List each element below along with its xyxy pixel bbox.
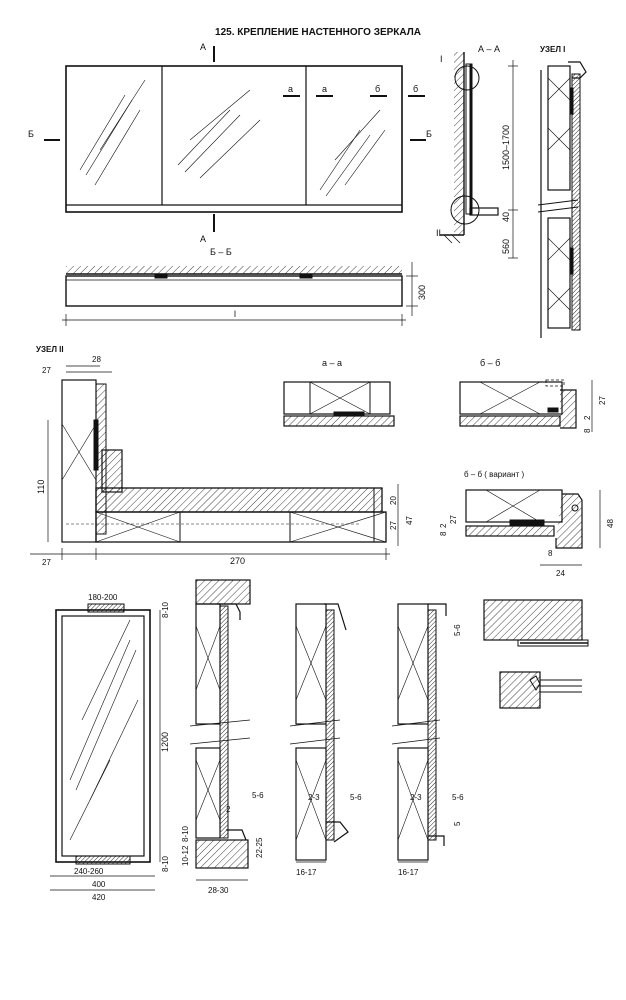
section-bb — [62, 262, 418, 326]
section-mark-a2: а — [322, 84, 327, 94]
node2-20-dim: 20 — [389, 496, 398, 505]
section-bb-label: Б – Б — [210, 247, 232, 257]
bbv-8a-dim: 8 — [439, 531, 448, 536]
mirror-240-dim: 240-260 — [74, 867, 104, 876]
section-bb-small-label: б – б — [480, 358, 500, 368]
section-aa-label: А – А — [478, 44, 500, 54]
bbv-24-dim: 24 — [556, 569, 565, 578]
profile-details — [483, 599, 589, 709]
node2-47-dim: 47 — [405, 516, 414, 525]
d2-56-dim: 5-6 — [350, 793, 362, 802]
section-mark-b2: б — [413, 84, 418, 94]
bb-small-27-dim: 27 — [598, 396, 607, 405]
mirror-810b-dim: 8-10 — [161, 855, 170, 872]
bb-small-2-dim: 2 — [583, 415, 592, 420]
section-aa-small — [283, 381, 395, 427]
mirror-420-dim: 420 — [92, 893, 106, 902]
d1-56-dim: 5-6 — [252, 791, 264, 800]
bbv-8b-dim: 8 — [548, 549, 553, 558]
mirror-180-dim: 180-200 — [88, 593, 118, 602]
node2-27b-dim: 27 — [42, 558, 51, 567]
d1-1012-dim: 10-12 — [181, 845, 190, 866]
d2-23-dim: 2-3 — [308, 793, 320, 802]
d2-1617-dim: 16-17 — [296, 868, 317, 877]
node1-detail — [537, 61, 587, 338]
d3-56a-dim: 5-6 — [453, 624, 462, 636]
small-mirror-view — [50, 603, 161, 891]
d1-2830-dim: 28-30 — [208, 886, 229, 895]
bbv-27-dim: 27 — [449, 515, 458, 524]
mirror-1200-dim: 1200 — [160, 732, 170, 752]
d1-2225-dim: 22-25 — [255, 837, 264, 858]
bb-small-8-dim: 8 — [583, 428, 592, 433]
detail-2 — [289, 603, 349, 863]
aa-40-dim: 40 — [501, 212, 511, 222]
node2-28-dim: 28 — [92, 355, 101, 364]
d1-810-dim: 8-10 — [181, 825, 190, 842]
node2-110-dim: 110 — [36, 480, 46, 494]
section-bb-variant — [465, 489, 601, 566]
node2-detail — [30, 365, 399, 560]
node2-27a-dim: 27 — [42, 366, 51, 375]
aa-height-dim: 1500–1700 — [501, 125, 511, 170]
d3-5-dim: 5 — [453, 821, 462, 826]
section-mark-b-right: Б — [426, 129, 432, 139]
d3-1617-dim: 16-17 — [398, 868, 419, 877]
section-mark-a-bottom: А — [200, 234, 206, 244]
bbv-2-dim: 2 — [439, 523, 448, 528]
detail-3 — [391, 603, 447, 863]
node2-27c-dim: 27 — [389, 521, 398, 530]
page-title: 125. КРЕПЛЕНИЕ НАСТЕННОГО ЗЕРКАЛА — [215, 27, 421, 38]
aa-roman-2: II — [436, 228, 441, 238]
section-aa — [440, 52, 518, 259]
section-bb-variant-label: б – б ( вариант ) — [464, 470, 524, 479]
aa-roman-1: I — [440, 54, 443, 64]
mirror-400-dim: 400 — [92, 880, 106, 889]
section-mark-b1: б — [375, 84, 380, 94]
section-mark-a1: а — [288, 84, 293, 94]
node2-270-dim: 270 — [230, 556, 245, 566]
section-mark-b-left: Б — [28, 129, 34, 139]
section-aa-small-label: а – а — [322, 358, 342, 368]
node2-label: УЗЕЛ II — [36, 345, 64, 354]
bb-length-dim: l — [234, 309, 236, 319]
aa-560-dim: 560 — [501, 239, 511, 254]
section-mark-a-top: А — [200, 42, 206, 52]
d3-56b-dim: 5-6 — [452, 793, 464, 802]
d1-2-dim: 2 — [226, 805, 231, 814]
mirror-810a-dim: 8-10 — [161, 601, 170, 618]
d3-23-dim: 2-3 — [410, 793, 422, 802]
bb-300-dim: 300 — [417, 285, 427, 300]
section-bb-small — [459, 379, 593, 432]
front-view — [44, 46, 426, 232]
detail-1 — [189, 579, 251, 881]
node1-label: УЗЕЛ I — [540, 45, 565, 54]
bbv-48-dim: 48 — [606, 519, 615, 528]
